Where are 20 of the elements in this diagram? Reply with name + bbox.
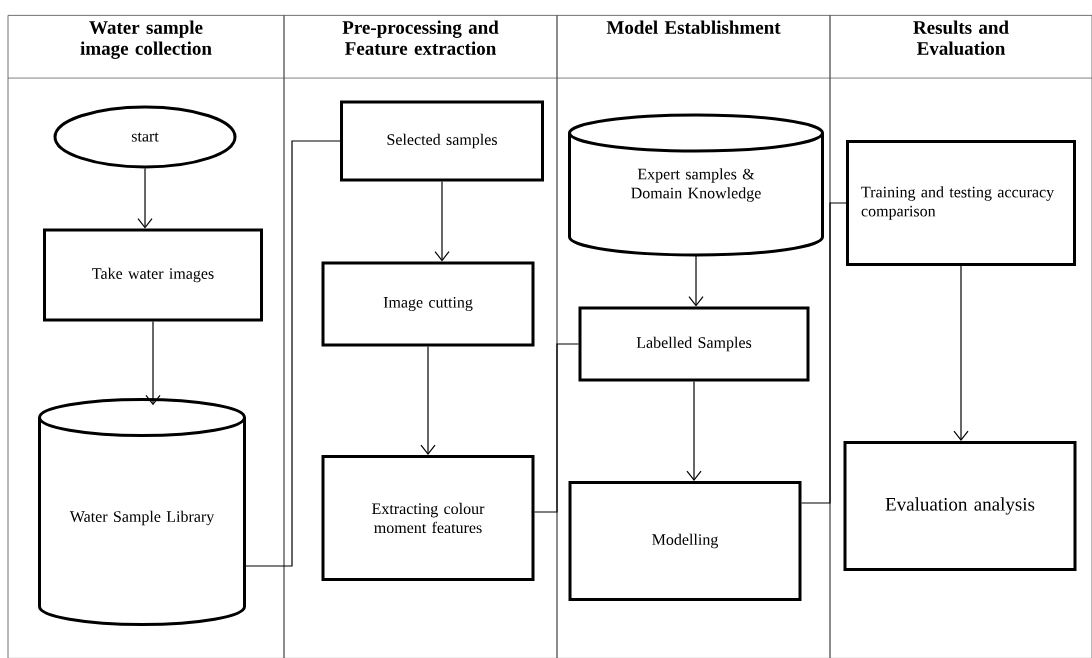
process-box: Selected samples — [340, 100, 544, 182]
arrow — [145, 320, 161, 406]
process-box: Modelling — [568, 481, 802, 601]
connector-line — [533, 343, 580, 513]
arrow — [686, 380, 702, 481]
process-box: Evaluation analysis — [843, 441, 1077, 571]
process-box: Labelled Samples — [578, 306, 810, 382]
arrow — [137, 167, 153, 229]
database-cylinder: Water Sample Library — [38, 398, 246, 626]
process-box: Extracting colour moment features — [321, 455, 535, 581]
database-cylinder: Expert samples & Domain Knowledge — [568, 113, 824, 257]
connector-line — [244, 140, 341, 567]
process-box: Take water images — [43, 228, 263, 322]
arrow — [953, 265, 969, 441]
arrow — [420, 345, 436, 455]
connector-line — [800, 202, 847, 504]
arrow — [434, 180, 450, 262]
process-box: Image cutting — [321, 261, 535, 347]
process-box: Training and testing accuracy comparison — [846, 140, 1076, 266]
arrow — [688, 254, 704, 307]
